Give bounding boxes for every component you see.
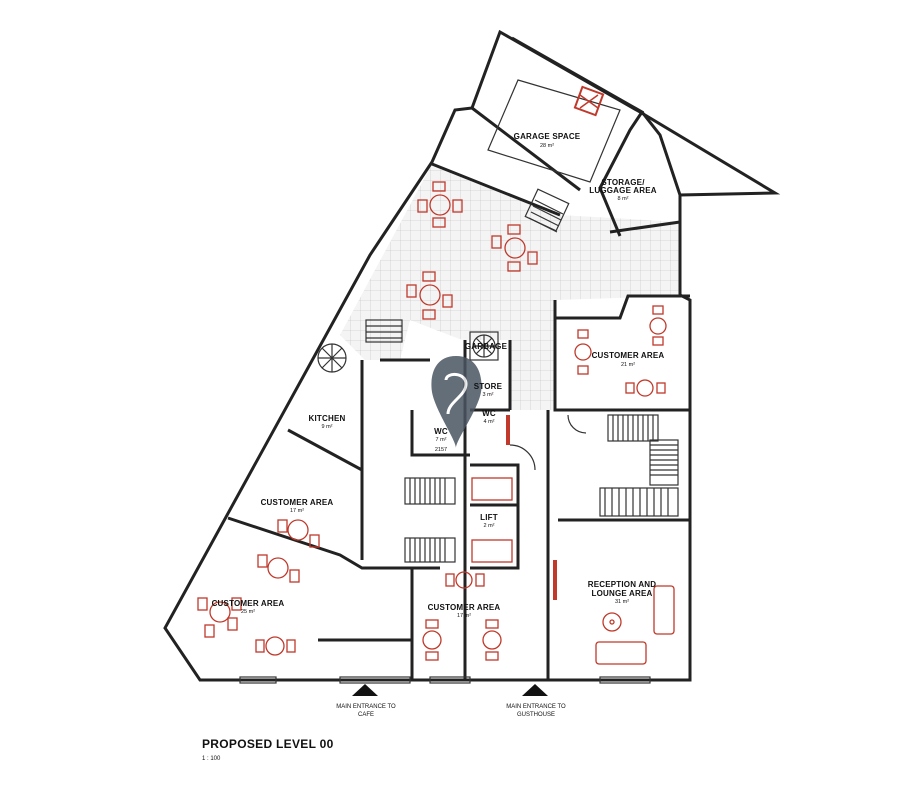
- dimension-label: 2157: [435, 447, 447, 453]
- outer-walls: [163, 29, 781, 682]
- drawing-title: PROPOSED LEVEL 00: [202, 737, 334, 751]
- spiral-stair: [317, 343, 347, 373]
- room-reception-area: 31 m²: [615, 599, 629, 605]
- garbage-fan: [469, 331, 499, 361]
- room-wc2-area: 7 m²: [436, 437, 447, 443]
- room-customer-w-name: CUSTOMER AREA: [261, 498, 334, 507]
- room-customer-sw-area: 25 m²: [241, 609, 255, 615]
- room-customer-s-area: 17 m²: [457, 613, 471, 619]
- room-lift-area: 2 m²: [484, 523, 495, 529]
- room-customer-sw-name: CUSTOMER AREA: [212, 599, 285, 608]
- room-store-name: STORE: [474, 382, 503, 391]
- facade-openings: [239, 676, 651, 684]
- room-kitchen-area: 9 m²: [322, 424, 333, 430]
- stairs-courtyard: [365, 188, 570, 343]
- room-store-area: 3 m²: [483, 392, 494, 398]
- stairs-east: [599, 414, 679, 517]
- reception-furniture: [595, 585, 675, 665]
- courtyard-paving-west: [340, 164, 540, 360]
- garage-outline: [487, 79, 621, 183]
- entrance-arrow-cafe: [352, 684, 378, 696]
- room-wc1-area: 4 m²: [484, 419, 495, 425]
- room-storage-area: 8 m²: [618, 196, 629, 202]
- entrance-cafe-line2: CAFE: [358, 712, 374, 718]
- customer-sw-furniture: [197, 597, 296, 656]
- room-kitchen-name: KITCHEN: [309, 414, 346, 423]
- garbage-label: GARBAGE: [465, 342, 508, 351]
- entrance-arrow-guesthouse: [522, 684, 548, 696]
- room-wc1-name: WC: [482, 409, 496, 418]
- room-garage-area: 28 m²: [540, 143, 554, 149]
- room-reception-name-1: RECEPTION AND: [588, 580, 657, 589]
- customer-ne-furniture: [574, 305, 667, 397]
- customer-s-furniture: [422, 571, 502, 661]
- room-storage-name-1: STORAGE/: [601, 178, 645, 187]
- interior-walls: [227, 294, 690, 680]
- stairs-central: [404, 477, 456, 563]
- room-wc2-name: WC: [434, 427, 448, 436]
- watermark-logo: [431, 356, 482, 448]
- room-customer-ne-area: 21 m²: [621, 362, 635, 368]
- room-customer-s-name: CUSTOMER AREA: [428, 603, 501, 612]
- room-customer-w-area: 17 m²: [290, 508, 304, 514]
- door-markers: [471, 414, 587, 600]
- room-customer-ne-name: CUSTOMER AREA: [592, 351, 665, 360]
- entrance-cafe-line1: MAIN ENTRANCE TO: [336, 704, 396, 710]
- entrance-guesthouse-line1: MAIN ENTRANCE TO: [506, 704, 566, 710]
- room-reception-name-2: LOUNGE AREA: [591, 589, 652, 598]
- courtyard-tables: [406, 181, 538, 320]
- customer-w-furniture: [257, 519, 320, 583]
- room-storage-name-2: LUGGAGE AREA: [589, 186, 656, 195]
- room-garage-name: GARAGE SPACE: [514, 132, 581, 141]
- entrance-guesthouse-line2: GUSTHOUSE: [517, 712, 555, 718]
- room-lift-name: LIFT: [480, 513, 498, 522]
- drawing-scale: 1 : 100: [202, 756, 221, 762]
